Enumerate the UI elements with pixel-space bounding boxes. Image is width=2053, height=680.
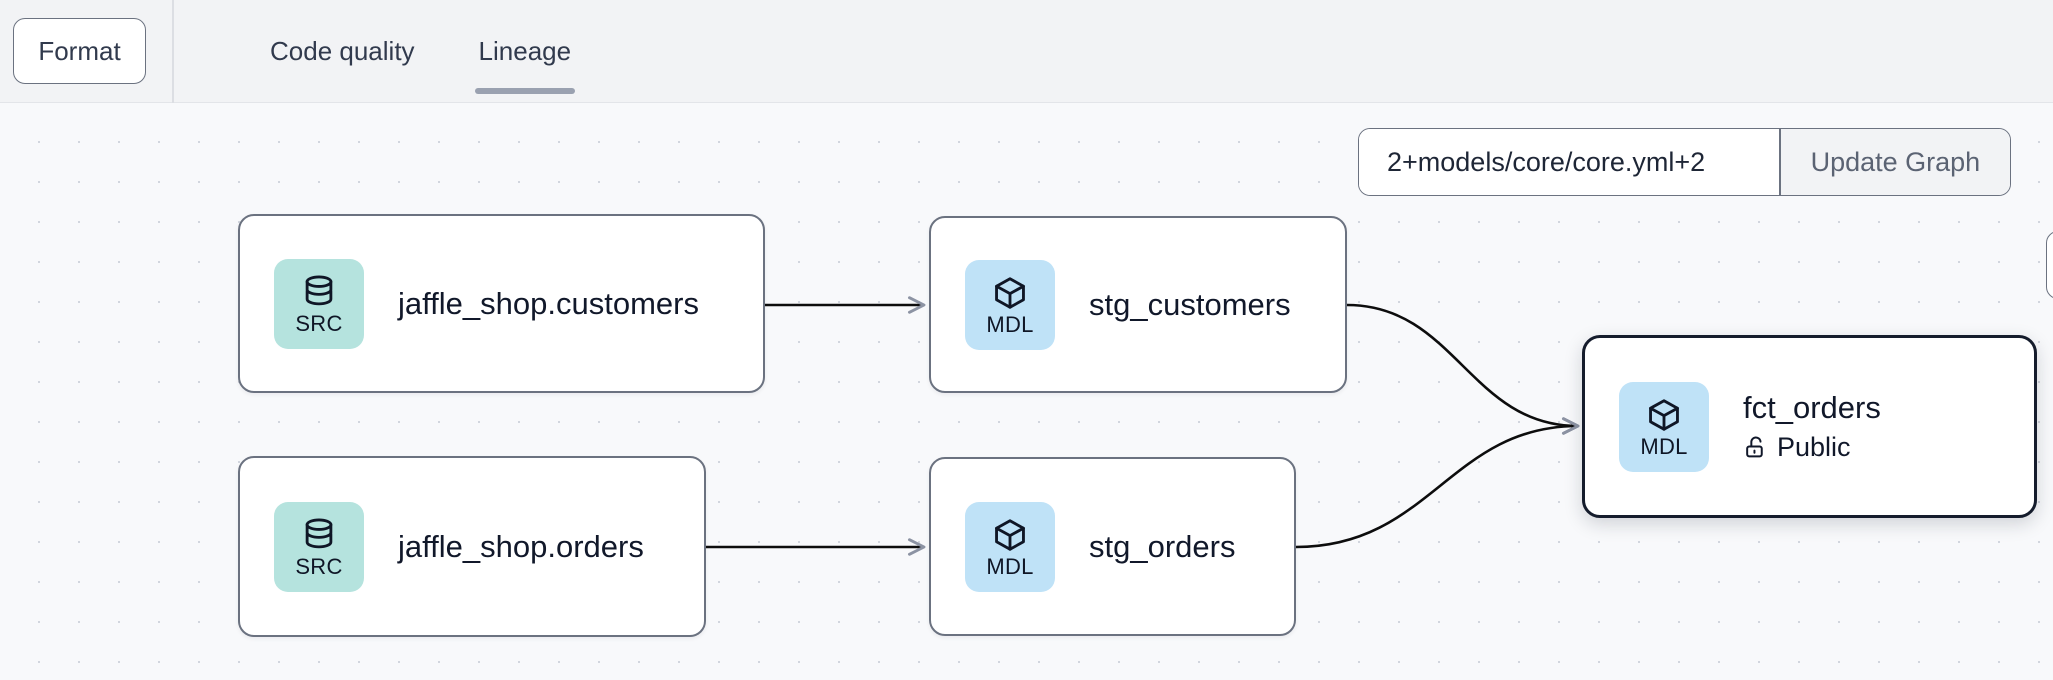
node-title: jaffle_shop.orders bbox=[398, 528, 644, 564]
node-mdl-stg-customers[interactable]: MDL stg_customers bbox=[929, 216, 1347, 393]
badge-label: MDL bbox=[1640, 433, 1688, 459]
tab-underline bbox=[266, 88, 419, 94]
selector-bar: Update Graph bbox=[1358, 128, 2012, 196]
badge-src: SRC bbox=[274, 258, 364, 349]
tab-code-quality[interactable]: Code quality bbox=[238, 0, 447, 103]
lineage-canvas[interactable]: SRC jaffle_shop.customers SRC jaffle_sho… bbox=[0, 103, 2053, 680]
cube-icon bbox=[995, 518, 1025, 551]
node-src-orders[interactable]: SRC jaffle_shop.orders bbox=[238, 456, 706, 637]
node-title: stg_customers bbox=[1089, 286, 1291, 322]
node-body: jaffle_shop.orders bbox=[398, 529, 644, 565]
tab-lineage-label: Lineage bbox=[478, 36, 572, 66]
toolbar-divider bbox=[172, 0, 174, 103]
database-icon bbox=[305, 275, 333, 305]
node-mdl-fct-orders[interactable]: MDL fct_orders Public bbox=[1582, 335, 2037, 518]
badge-label: MDL bbox=[986, 311, 1034, 337]
node-title: fct_orders bbox=[1743, 389, 1881, 425]
tab-lineage[interactable]: Lineage bbox=[447, 0, 604, 103]
tab-underline-active bbox=[474, 88, 576, 94]
node-body: jaffle_shop.customers bbox=[398, 286, 699, 322]
node-body: fct_orders Public bbox=[1743, 390, 1881, 464]
unlock-icon bbox=[1746, 436, 1763, 458]
node-visibility-label: Public bbox=[1777, 432, 1851, 463]
badge-mdl: MDL bbox=[965, 259, 1055, 350]
selector-divider bbox=[1779, 129, 1781, 195]
overflow-control-button[interactable] bbox=[2046, 231, 2053, 299]
badge-label: SRC bbox=[295, 310, 343, 336]
top-toolbar: Format Code quality Lineage bbox=[0, 0, 2053, 103]
node-body: stg_customers bbox=[1089, 287, 1291, 323]
edge-stg-customers-to-fct-orders bbox=[1346, 303, 1580, 435]
node-body: stg_orders bbox=[1089, 529, 1235, 565]
format-button[interactable]: Format bbox=[13, 18, 146, 84]
update-graph-button[interactable]: Update Graph bbox=[1780, 129, 2011, 195]
badge-mdl: MDL bbox=[965, 501, 1055, 592]
cube-icon bbox=[1649, 398, 1679, 431]
node-title: stg_orders bbox=[1089, 528, 1236, 564]
tab-bar: Code quality Lineage bbox=[238, 0, 603, 103]
badge-mdl: MDL bbox=[1619, 381, 1709, 472]
badge-src: SRC bbox=[274, 501, 364, 592]
tab-code-quality-label: Code quality bbox=[270, 36, 415, 66]
node-mdl-stg-orders[interactable]: MDL stg_orders bbox=[929, 457, 1296, 636]
cube-icon bbox=[995, 276, 1025, 309]
selector-input[interactable] bbox=[1359, 129, 1779, 195]
badge-label: MDL bbox=[986, 553, 1034, 579]
node-src-customers[interactable]: SRC jaffle_shop.customers bbox=[238, 214, 765, 393]
node-title: jaffle_shop.customers bbox=[398, 285, 699, 321]
database-icon bbox=[305, 518, 333, 548]
node-visibility: Public bbox=[1743, 432, 1881, 463]
edge-stg-orders-to-fct-orders bbox=[1295, 417, 1580, 549]
badge-label: SRC bbox=[295, 553, 343, 579]
